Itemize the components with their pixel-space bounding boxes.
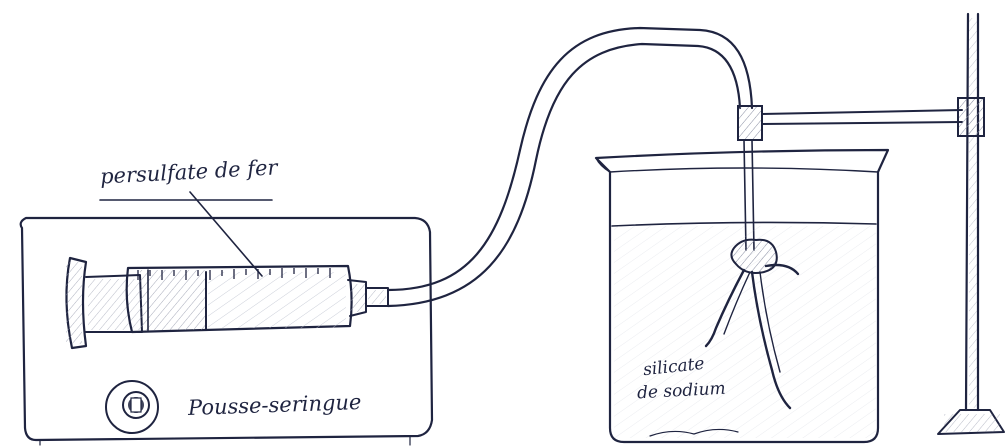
syringe — [66, 258, 388, 348]
knob-icon — [106, 381, 158, 433]
label-pointer — [190, 192, 262, 276]
